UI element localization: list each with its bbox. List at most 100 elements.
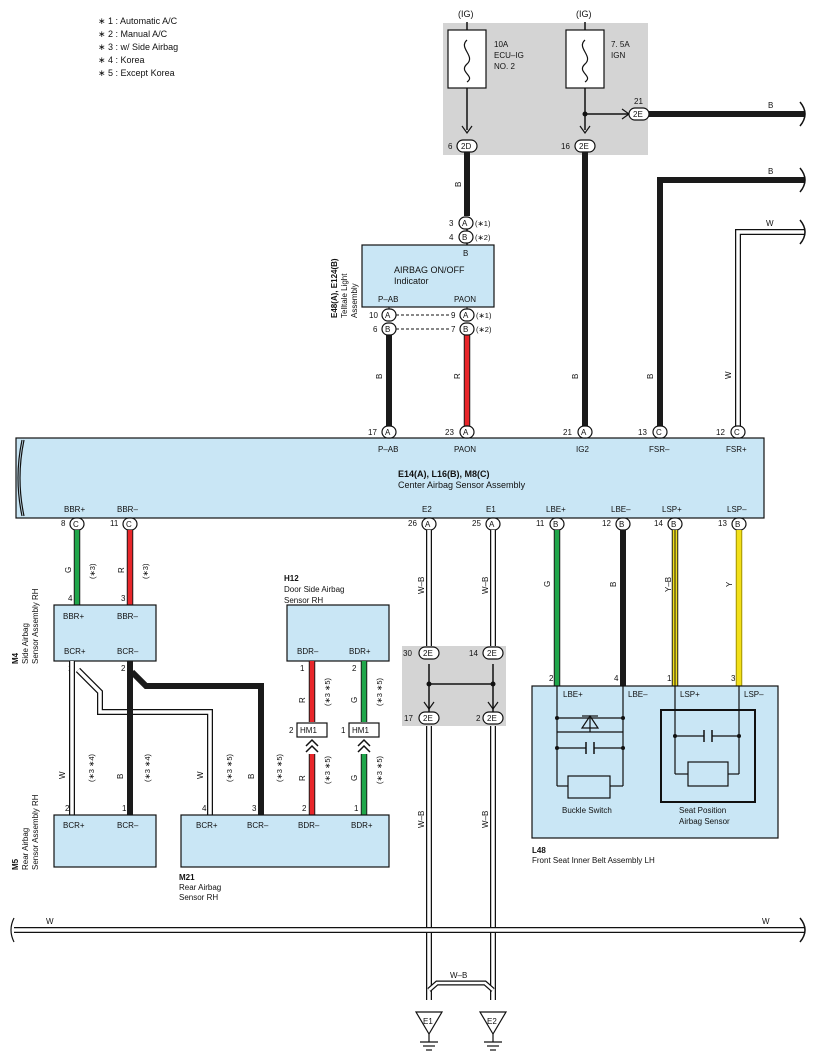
fuse-icon (447, 29, 487, 89)
wire-label: R (453, 373, 462, 379)
svg-text:BDR+: BDR+ (351, 821, 373, 830)
ground-icon (478, 1011, 508, 1036)
indicator-box (361, 244, 495, 308)
indicator-name1: Telltale Light (340, 273, 349, 318)
svg-text:(∗3 ∗4): (∗3 ∗4) (143, 754, 152, 782)
conn-2d-text: 2D (461, 142, 471, 151)
svg-text:BCR+: BCR+ (64, 647, 86, 656)
wire-label: B (454, 182, 463, 187)
svg-text:B: B (463, 325, 468, 334)
svg-text:11: 11 (110, 519, 119, 528)
svg-text:LBE–: LBE– (628, 690, 648, 699)
svg-text:21: 21 (563, 428, 572, 437)
m4-id: M4 (11, 652, 20, 664)
svg-text:A: A (463, 428, 469, 437)
svg-text:W: W (46, 917, 54, 926)
svg-text:Side Airbag: Side Airbag (21, 623, 30, 664)
svg-text:A: A (425, 520, 431, 529)
svg-text:A: A (581, 428, 587, 437)
center-name: Center Airbag Sensor Assembly (398, 480, 526, 490)
svg-text:Sensor RH: Sensor RH (284, 596, 323, 605)
svg-text:LSP–: LSP– (744, 690, 764, 699)
svg-text:4: 4 (202, 804, 207, 813)
svg-text:4: 4 (614, 674, 619, 683)
buckle-switch-icon (567, 775, 611, 799)
svg-text:Front Seat Inner Belt Assembly: Front Seat Inner Belt Assembly LH (532, 856, 655, 865)
m5-id: M5 (11, 858, 20, 870)
svg-text:23: 23 (445, 428, 454, 437)
term-e2: E2 (422, 505, 432, 514)
svg-text:(∗3 ∗5): (∗3 ∗5) (323, 756, 332, 784)
note-4: ∗ 4 : Korea (98, 55, 145, 65)
svg-text:W: W (196, 771, 205, 779)
svg-text:A: A (385, 428, 391, 437)
svg-text:C: C (126, 520, 132, 529)
svg-text:BCR–: BCR– (117, 647, 139, 656)
svg-text:B: B (247, 774, 256, 779)
svg-text:14: 14 (469, 649, 478, 658)
svg-text:1: 1 (354, 804, 359, 813)
ground-icon (414, 1011, 444, 1036)
svg-text:C: C (656, 428, 662, 437)
term-bbr-plus: BBR+ (64, 505, 85, 514)
m21-id: M21 (179, 873, 195, 882)
term-ig2: IG2 (576, 445, 589, 454)
m4-side-airbag-sensor: 4 3 BBR+ BBR– BCR+ BCR– M4 Side Airbag S… (11, 588, 157, 673)
conn-2e-text-2: 2E (633, 110, 643, 119)
svg-text:Y–B: Y–B (664, 577, 673, 592)
wires: B B B B B W W B R (375, 101, 805, 428)
fuse2-amp: 7. 5A (611, 40, 630, 49)
svg-text:B: B (553, 520, 558, 529)
svg-text:1: 1 (667, 674, 672, 683)
term-paon: PAON (454, 445, 476, 454)
ig-label-1: (IG) (458, 9, 474, 19)
term-e1: E1 (486, 505, 496, 514)
svg-text:BDR–: BDR– (297, 647, 319, 656)
fuse-icon (565, 29, 605, 89)
svg-text:BDR–: BDR– (298, 821, 320, 830)
svg-text:2: 2 (302, 804, 307, 813)
svg-text:2E: 2E (423, 649, 433, 658)
svg-text:2E: 2E (487, 714, 497, 723)
svg-text:BCR+: BCR+ (63, 821, 85, 830)
svg-text:E1: E1 (423, 1017, 433, 1026)
svg-text:(∗3 ∗5): (∗3 ∗5) (323, 678, 332, 706)
svg-text:R: R (117, 567, 126, 573)
term-fsr-plus: FSR+ (726, 445, 747, 454)
svg-text:B: B (385, 325, 390, 334)
seat-sensor-box (660, 709, 756, 803)
svg-text:(∗3 ∗4): (∗3 ∗4) (87, 754, 96, 782)
svg-text:A: A (462, 219, 468, 228)
conn-2e-text: 2E (579, 142, 589, 151)
wire-black (129, 669, 264, 815)
svg-text:30: 30 (403, 649, 412, 658)
svg-text:2: 2 (121, 664, 126, 673)
m21-box (180, 814, 390, 868)
pin-21: 21 (634, 97, 643, 106)
svg-text:BCR+: BCR+ (196, 821, 218, 830)
svg-text:G: G (64, 567, 73, 573)
horizontal-w-wire: W W (10, 917, 805, 943)
svg-text:2E: 2E (487, 649, 497, 658)
svg-text:(∗3): (∗3) (141, 563, 150, 579)
indicator-paon: PAON (454, 295, 476, 304)
m4-output-wires: W (∗3 ∗4) W (∗3 ∗5) B (∗3 ∗4) B (∗3 ∗5) (58, 661, 284, 815)
wire-label: B (375, 374, 384, 379)
wire-break-symbols (19, 101, 806, 943)
svg-text:Sensor RH: Sensor RH (179, 893, 218, 902)
svg-text:LBE+: LBE+ (563, 690, 583, 699)
h12-box (286, 604, 390, 662)
seat-position-sensor: Seat Position Airbag Sensor (660, 686, 756, 826)
svg-text:10: 10 (369, 311, 378, 320)
term-bbr-minus: BBR– (117, 505, 138, 514)
svg-text:1: 1 (341, 726, 346, 735)
svg-text:(∗1): (∗1) (476, 311, 492, 320)
svg-text:12: 12 (602, 519, 611, 528)
svg-text:Rear Airbag: Rear Airbag (179, 883, 221, 892)
svg-text:B: B (609, 582, 618, 587)
svg-text:Y: Y (725, 581, 734, 587)
svg-text:(∗2): (∗2) (476, 325, 492, 334)
svg-text:BBR–: BBR– (117, 612, 138, 621)
term-lsp-minus: LSP– (727, 505, 747, 514)
